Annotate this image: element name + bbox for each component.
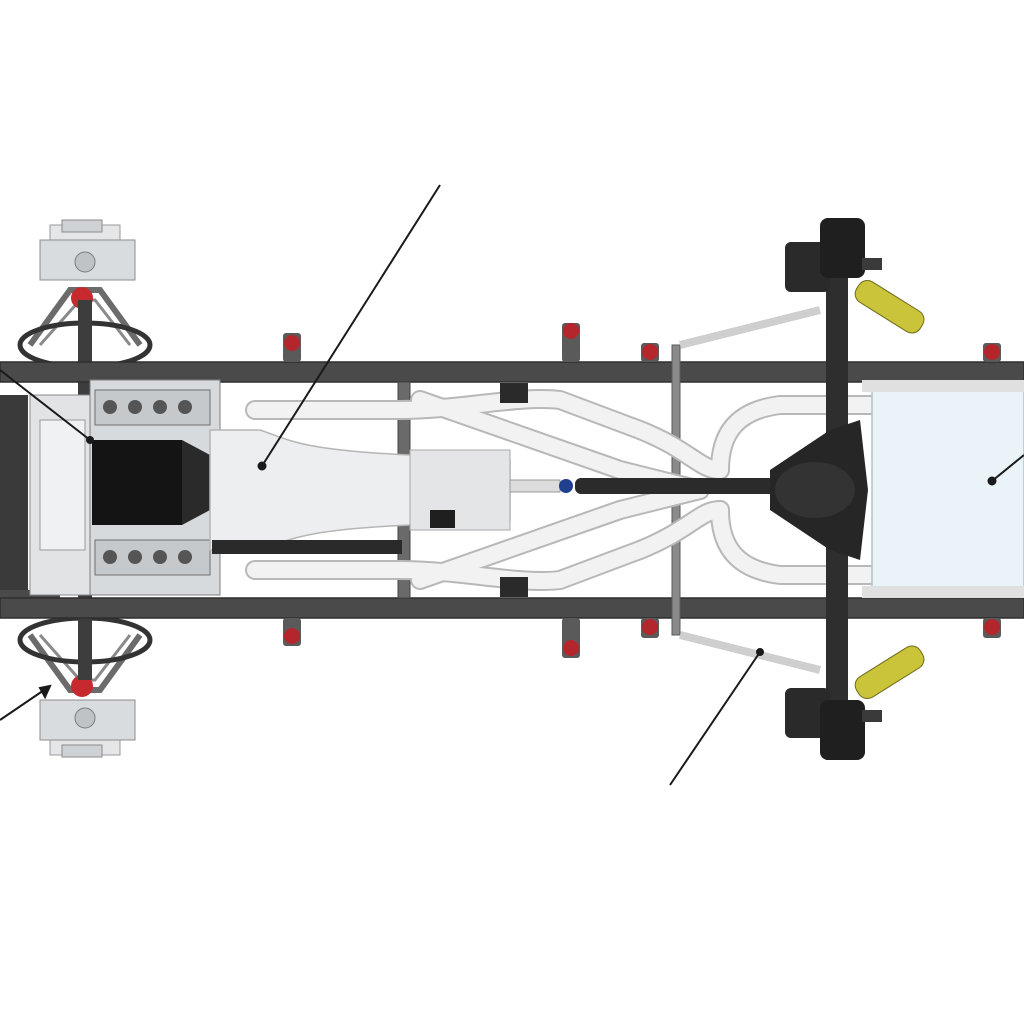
coilover-bottom — [854, 645, 925, 700]
callout-fuel-tank — [987, 454, 1024, 486]
fuel-tank — [862, 380, 1024, 598]
mount — [283, 333, 301, 362]
callout-rear-link — [669, 648, 764, 786]
mount — [641, 618, 659, 638]
rear-hub-bottom — [785, 688, 882, 760]
front-hub-bottom — [39, 699, 136, 758]
coilover-top — [854, 279, 925, 334]
callout-front-left-lower — [0, 684, 52, 721]
callout-transmission — [257, 184, 441, 471]
body-mounts — [283, 323, 1001, 658]
mount — [983, 343, 1001, 362]
mount — [983, 618, 1001, 638]
callout-front-left-upper — [0, 369, 94, 444]
mount — [641, 343, 659, 362]
engine — [29, 379, 221, 596]
transmission — [209, 429, 511, 554]
mount — [562, 618, 580, 658]
cylinder-bank-bottom — [94, 539, 211, 576]
mount — [283, 618, 301, 646]
mount — [562, 323, 580, 362]
front-hub-top — [39, 219, 136, 281]
driveshaft — [509, 478, 775, 494]
callouts — [0, 184, 1024, 786]
rear-axle — [679, 218, 925, 760]
cylinder-bank-top — [94, 389, 211, 426]
rear-hub-top — [785, 218, 882, 292]
exhaust — [245, 383, 880, 597]
